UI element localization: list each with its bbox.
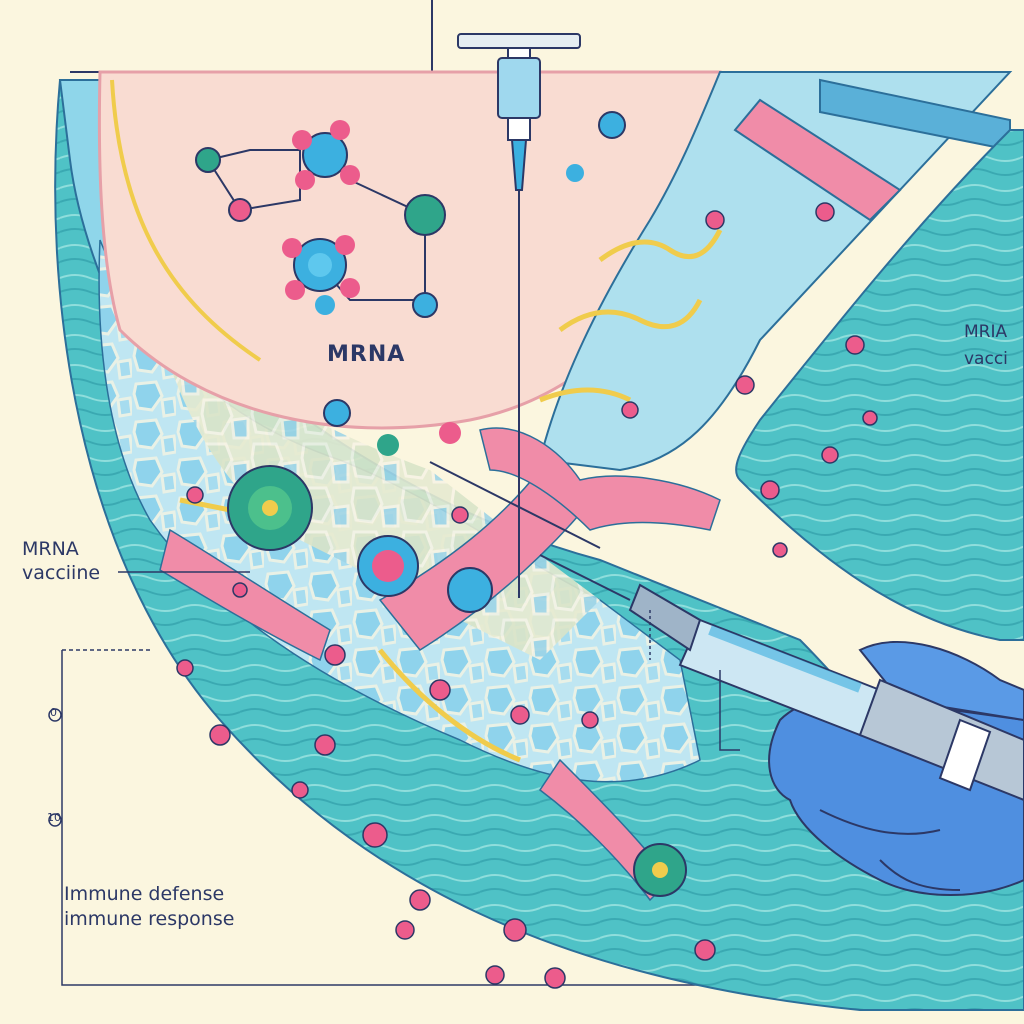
right-vessel-region — [538, 71, 1013, 472]
scale-marker-bottom: 10 — [47, 811, 61, 824]
scale-marker-top: 0 — [50, 706, 57, 719]
right-label-line2: vacci — [964, 349, 1008, 369]
bottom-label-line1: Immune defense — [64, 883, 225, 905]
antigen-particles — [176, 202, 878, 989]
immune-cells — [227, 465, 687, 897]
right-tissue-wedge — [735, 129, 1024, 641]
mrna-molecule-clusters — [195, 111, 626, 456]
syringe-icon — [457, 33, 581, 191]
left-label-line2: vacciine — [22, 562, 101, 584]
bottom-label-line2: immune response — [64, 908, 235, 930]
left-label-line1: MRNA — [22, 538, 79, 560]
callout-lines — [48, 571, 740, 827]
center-label: MRNA — [327, 342, 406, 367]
right-label-line1: MRIA — [964, 322, 1008, 342]
injection-syringe-icon — [539, 554, 1024, 802]
